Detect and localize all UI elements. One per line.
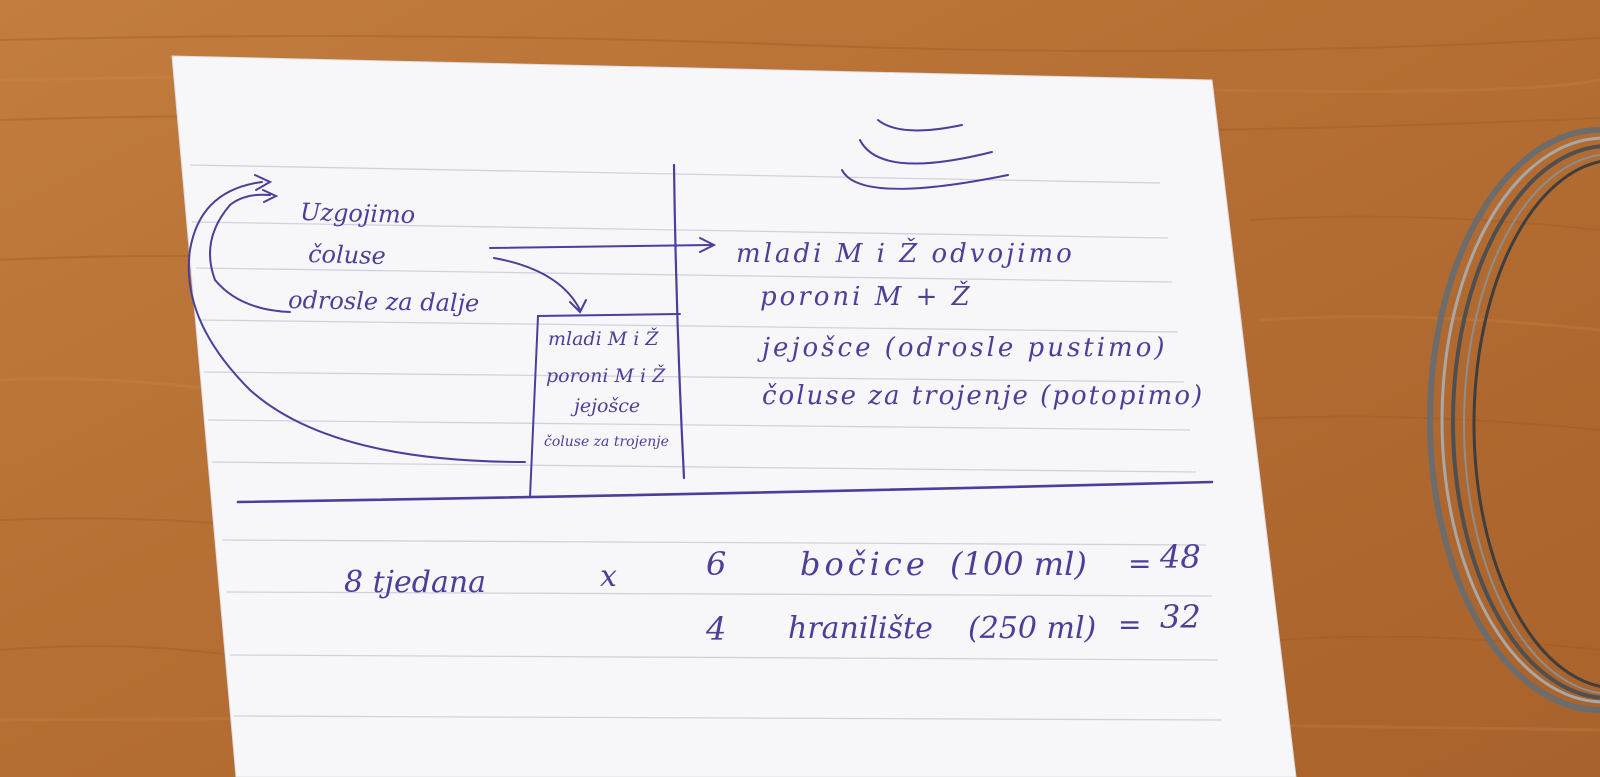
note-line: mladi M i Ž odvojimo [736, 237, 1075, 269]
calc-result: 48 [1159, 538, 1201, 576]
left-notes: Uzgojimo čoluse odrosle za dalje [288, 198, 480, 317]
calc-count: 6 [706, 545, 726, 583]
horizontal-rule [236, 480, 1214, 504]
box-line: mladi M i Ž [548, 327, 659, 350]
weeks-label: 8 tjedana [344, 565, 486, 600]
cycle-arrow [187, 181, 526, 463]
arrow-line [489, 244, 713, 249]
wire-coil [1427, 127, 1600, 713]
box-line: poroni M i Ž [546, 364, 666, 387]
note-line: Uzgojimo [300, 198, 416, 229]
cycle-arrow [209, 193, 291, 313]
arrow-head [262, 189, 279, 203]
arrow-head [254, 174, 273, 191]
box-line: jejošce [570, 395, 640, 417]
calc-count: 4 [705, 610, 726, 648]
divider-line [672, 163, 686, 480]
wave-mark [841, 169, 1009, 190]
arrow-head [699, 237, 717, 253]
calculation: 8 tjedana x 6 bočice (100 ml) = 48 4 hra… [344, 538, 1201, 648]
note-line: poroni M + Ž [760, 280, 973, 312]
times-sign: x [600, 559, 617, 594]
arrow-head [569, 299, 587, 314]
note-line: čoluse [308, 240, 386, 270]
calc-equals: = [1118, 608, 1141, 641]
tank-box-outline [529, 313, 681, 498]
tank-box-notes: mladi M i Ž poroni M i Ž jejošce čoluse … [544, 327, 669, 450]
ink-drawing [187, 119, 1214, 504]
calc-item: bočice [800, 545, 929, 583]
note-line: jejošce (odrosle pustimo) [757, 333, 1168, 363]
ruled-lines [189, 164, 1223, 721]
note-line: čoluse za trojenje (potopimo) [762, 381, 1204, 411]
wave-mark [859, 139, 993, 165]
right-notes: mladi M i Ž odvojimo poroni M + Ž jejošc… [736, 237, 1204, 411]
wave-mark [877, 119, 963, 132]
calc-result: 32 [1160, 598, 1201, 636]
curved-arrow [493, 257, 581, 311]
calc-item: hranilište [788, 611, 933, 646]
calc-volume: (100 ml) [950, 545, 1087, 583]
note-line: odrosle za dalje [288, 286, 480, 317]
calc-volume: (250 ml) [968, 611, 1096, 646]
paper-sheet [171, 55, 1297, 777]
box-line: čoluse za trojenje [544, 434, 669, 450]
calc-equals: = [1128, 547, 1151, 580]
